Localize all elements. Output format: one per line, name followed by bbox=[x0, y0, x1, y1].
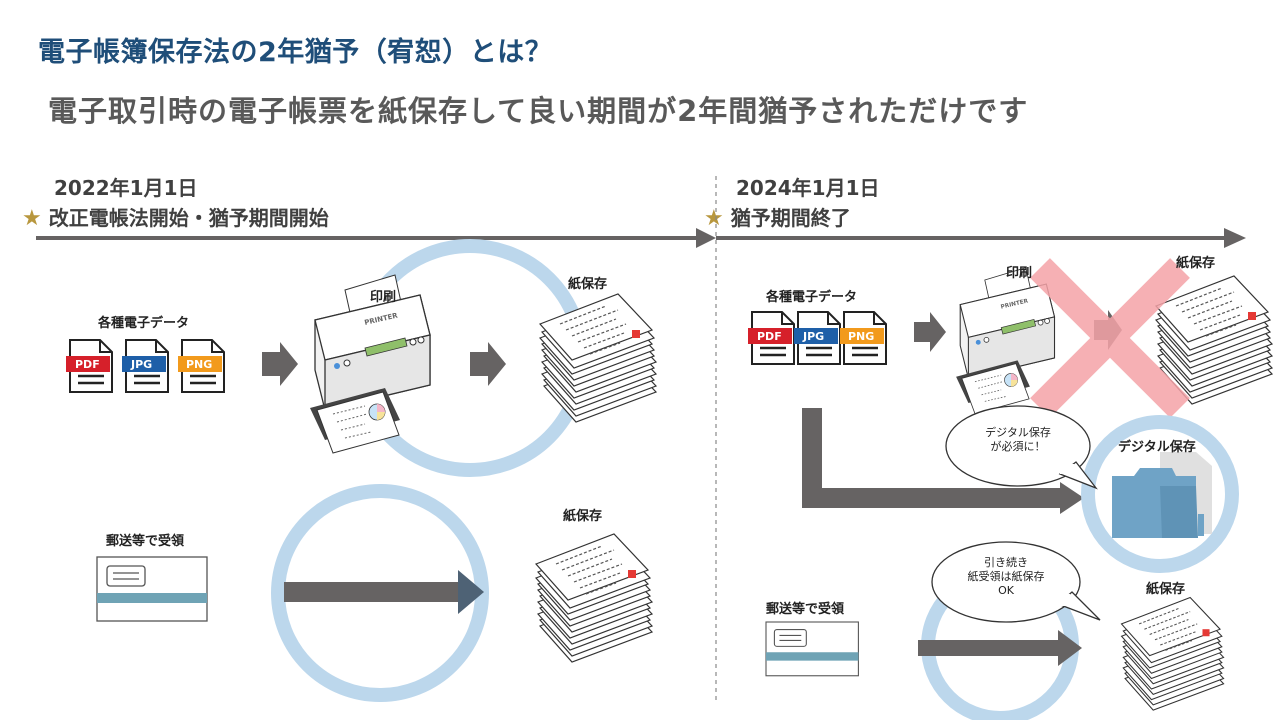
svg-text:PDF: PDF bbox=[757, 330, 782, 343]
cross-icon bbox=[1030, 258, 1190, 418]
bubble-digital-required: デジタル保存 が必須に！ bbox=[956, 426, 1080, 454]
page-title: 電子帳簿保存法の2年猶予（宥恕）とは？ bbox=[38, 37, 553, 68]
print-label: 印刷 bbox=[370, 290, 397, 305]
bubble-line: 引き続き bbox=[984, 556, 1028, 569]
png-file-icon: PNG bbox=[840, 310, 888, 366]
svg-text:PNG: PNG bbox=[186, 358, 212, 371]
bubble-line: が必須に！ bbox=[990, 440, 1046, 453]
speech-bubble bbox=[945, 405, 1091, 487]
arrow-icon bbox=[262, 342, 298, 386]
folder-icon bbox=[1112, 452, 1212, 538]
speech-bubble bbox=[931, 541, 1081, 623]
mail-arrow bbox=[918, 640, 1060, 656]
paper-stack-icon bbox=[539, 293, 657, 423]
arrow-icon bbox=[470, 342, 506, 386]
mail-receipt-label: 郵送等で受領 bbox=[106, 534, 185, 549]
start-event: ★ 改正電帳法開始・猶予期間開始 bbox=[22, 202, 329, 231]
pdf-file-icon: PDF bbox=[748, 310, 796, 366]
mail-arrow-head bbox=[458, 570, 484, 614]
paper-stack-icon bbox=[535, 533, 653, 663]
mail-card-icon bbox=[96, 556, 208, 622]
svg-text:JPG: JPG bbox=[130, 358, 152, 371]
mail-arrow bbox=[284, 582, 460, 602]
paper-stack-icon bbox=[1120, 596, 1225, 711]
page-subtitle: 電子取引時の電子帳票を紙保存して良い期間が2年間猶予されただけです bbox=[48, 94, 1029, 128]
star-icon: ★ bbox=[704, 206, 724, 231]
end-event-label: 猶予期間終了 bbox=[730, 206, 851, 230]
png-file-icon: PNG bbox=[178, 338, 226, 394]
circle-digital bbox=[1081, 415, 1239, 573]
arrow-icon bbox=[914, 312, 946, 352]
bubble-line: デジタル保存 bbox=[985, 426, 1051, 439]
mail-card-icon bbox=[765, 621, 859, 677]
svg-text:PNG: PNG bbox=[848, 330, 874, 343]
paper-storage-label: 紙保存 bbox=[563, 509, 603, 524]
electronic-data-label: 各種電子データ bbox=[766, 290, 858, 305]
jpg-file-icon: JPG bbox=[122, 338, 170, 394]
start-date: 2022年1月1日 bbox=[54, 176, 198, 200]
star-icon: ★ bbox=[22, 206, 42, 231]
paper-storage-label: 紙保存 bbox=[1146, 582, 1186, 597]
start-event-label: 改正電帳法開始・猶予期間開始 bbox=[48, 206, 329, 230]
digital-arrow-head bbox=[1060, 482, 1084, 514]
svg-text:JPG: JPG bbox=[802, 330, 824, 343]
bubble-line: 紙受領は紙保存 bbox=[967, 570, 1045, 583]
timeline-right-arrowhead bbox=[1224, 228, 1246, 248]
digital-storage-label: デジタル保存 bbox=[1118, 440, 1196, 455]
bubble-paper-ok: 引き続き 紙受領は紙保存 OK bbox=[944, 556, 1068, 598]
jpg-file-icon: JPG bbox=[794, 310, 842, 366]
paper-storage-label: 紙保存 bbox=[568, 277, 608, 292]
bubble-line: OK bbox=[998, 584, 1014, 597]
paper-storage-label: 紙保存 bbox=[1176, 256, 1216, 271]
end-event: ★ 猶予期間終了 bbox=[704, 202, 851, 231]
end-date: 2024年1月1日 bbox=[736, 176, 880, 200]
svg-text:PDF: PDF bbox=[75, 358, 100, 371]
mail-receipt-label: 郵送等で受領 bbox=[766, 602, 845, 617]
print-label: 印刷 bbox=[1006, 266, 1033, 281]
pdf-file-icon: PDF bbox=[66, 338, 114, 394]
electronic-data-label: 各種電子データ bbox=[98, 316, 190, 331]
digital-arrow bbox=[802, 408, 1064, 508]
timeline-left-arrowhead bbox=[696, 228, 716, 248]
mail-arrow-head bbox=[1058, 630, 1082, 666]
